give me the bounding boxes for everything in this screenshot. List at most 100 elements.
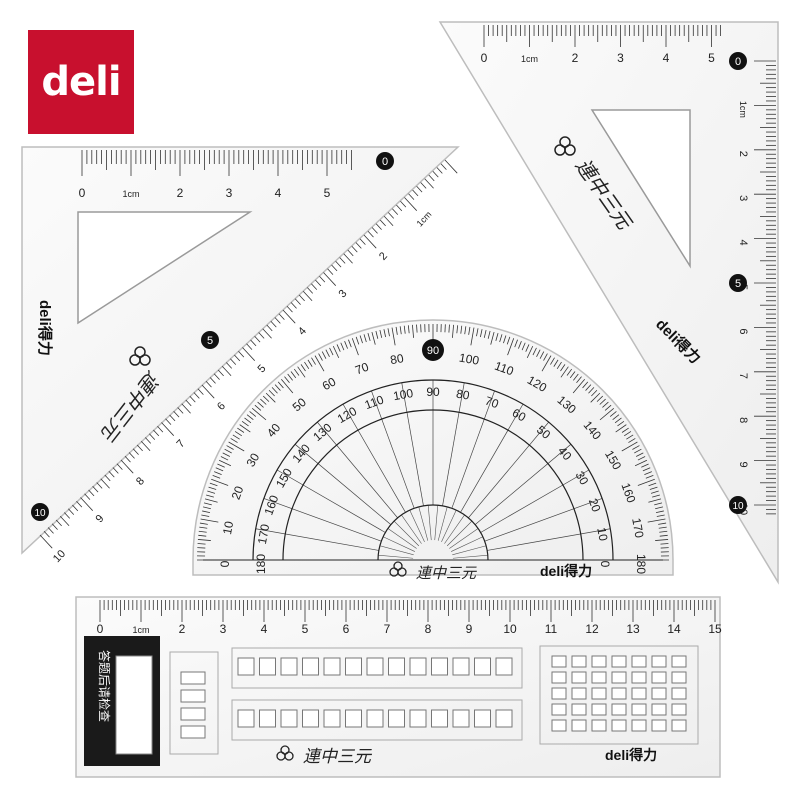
degree-tick <box>226 445 234 450</box>
hyp-tick <box>315 279 322 287</box>
center-ray <box>401 514 422 544</box>
left-badge-zero-text: 0 <box>382 156 388 168</box>
hyp-tick <box>72 504 79 512</box>
hyp-tick <box>250 339 257 347</box>
right-badge-five <box>729 274 747 292</box>
stencil-box <box>180 689 206 703</box>
degree-tick <box>659 534 668 537</box>
degree-tick <box>480 329 483 338</box>
stencil-grid-cell <box>631 719 647 732</box>
center-ray <box>441 510 457 543</box>
hyp-tick <box>68 508 75 515</box>
degree-tick <box>211 478 229 486</box>
degree-tick <box>585 384 592 391</box>
center-ray <box>393 520 420 547</box>
degree-tick <box>470 327 475 346</box>
stencil-grid-cell <box>551 719 567 732</box>
straight-ruler-body <box>75 596 721 778</box>
stencil-box <box>474 657 491 676</box>
center-ray <box>427 505 432 541</box>
hyp-tick <box>96 482 103 489</box>
degree-tick <box>340 342 345 351</box>
hyp-tick <box>145 437 152 444</box>
hyp-tick <box>440 163 447 170</box>
degree-tick <box>254 404 262 411</box>
hyp-tick <box>230 358 237 365</box>
outer-degree-label: 100 <box>458 351 480 368</box>
degree-tick <box>569 371 576 379</box>
degree-tick <box>200 518 219 523</box>
degree-tick <box>395 326 398 335</box>
hyp-tick <box>290 302 297 309</box>
degree-tick <box>204 498 218 503</box>
side-label: 7 <box>737 373 749 379</box>
stencil-grid-cell <box>571 687 587 700</box>
hyp-tick <box>363 234 377 249</box>
stencil-box <box>323 657 341 676</box>
stencil-grid-cell <box>671 671 687 684</box>
hyp-tick <box>124 455 131 463</box>
degree-tick <box>642 467 651 472</box>
degree-tick <box>244 417 252 424</box>
degree-tick <box>536 349 541 358</box>
hyp-tick <box>359 238 366 245</box>
inner-degree-label: 20 <box>586 497 604 515</box>
deli-logo-text: deli <box>41 59 121 105</box>
stencil-box <box>237 657 255 676</box>
stencil-grid-cell <box>651 719 667 732</box>
ruler-label: 8 <box>425 622 432 636</box>
degree-tick <box>617 420 625 427</box>
hyp-tick <box>153 429 160 437</box>
degree-tick <box>300 364 306 372</box>
degree-tick <box>371 331 376 345</box>
degree-tick <box>197 539 211 541</box>
degree-tick <box>483 329 487 338</box>
center-ray <box>387 528 417 549</box>
hyp-tick <box>444 159 458 174</box>
hyp-tick <box>242 347 256 361</box>
inner-degree-label: 160 <box>261 493 281 517</box>
degree-tick <box>207 490 216 494</box>
outer-degree-label: 60 <box>320 374 339 393</box>
stencil-grid-cell <box>551 671 567 684</box>
right-badge-zero-text: 0 <box>735 56 741 68</box>
hyp-tick <box>120 459 134 474</box>
protractor-mid-arc <box>282 409 584 561</box>
protractor-ticks <box>197 324 669 561</box>
set-triangle-left-ticks <box>81 150 352 176</box>
degree-tick <box>329 347 334 356</box>
hyp-label: 5 <box>256 363 269 376</box>
stencil-grid-cell <box>651 703 667 716</box>
ruler-label: 5 <box>302 622 309 636</box>
hyp-tick <box>371 227 378 234</box>
degree-tick <box>220 456 229 461</box>
hyp-tick <box>270 320 277 328</box>
degree-tick <box>543 353 548 361</box>
protractor-badge-ninety-text: 90 <box>427 345 439 357</box>
stencil-grid-cell <box>611 671 627 684</box>
hyp-tick <box>177 407 184 414</box>
stencil-box <box>180 707 206 721</box>
side-label: 3 <box>737 195 749 201</box>
hyp-label: 1cm <box>415 209 434 228</box>
left-brand-mark: deli得力 <box>36 300 54 356</box>
center-ray <box>378 554 414 559</box>
hyp-tick <box>189 395 196 403</box>
degree-tick <box>514 339 518 348</box>
degree-tick <box>637 456 646 461</box>
ruler-label: 11 <box>545 622 558 636</box>
stencil-box <box>345 657 362 676</box>
degree-tick <box>654 502 663 506</box>
degree-tick <box>399 326 402 335</box>
degree-tick <box>649 486 658 490</box>
left-badge-ten <box>31 503 49 521</box>
scale-label: 5 <box>708 51 715 65</box>
degree-tick <box>201 514 210 517</box>
ruler-label: 9 <box>466 622 473 636</box>
degree-tick <box>209 482 218 487</box>
degree-tick <box>599 407 615 421</box>
center-ray <box>446 520 473 547</box>
deli-logo: deli <box>28 30 134 134</box>
degree-tick <box>495 333 499 341</box>
